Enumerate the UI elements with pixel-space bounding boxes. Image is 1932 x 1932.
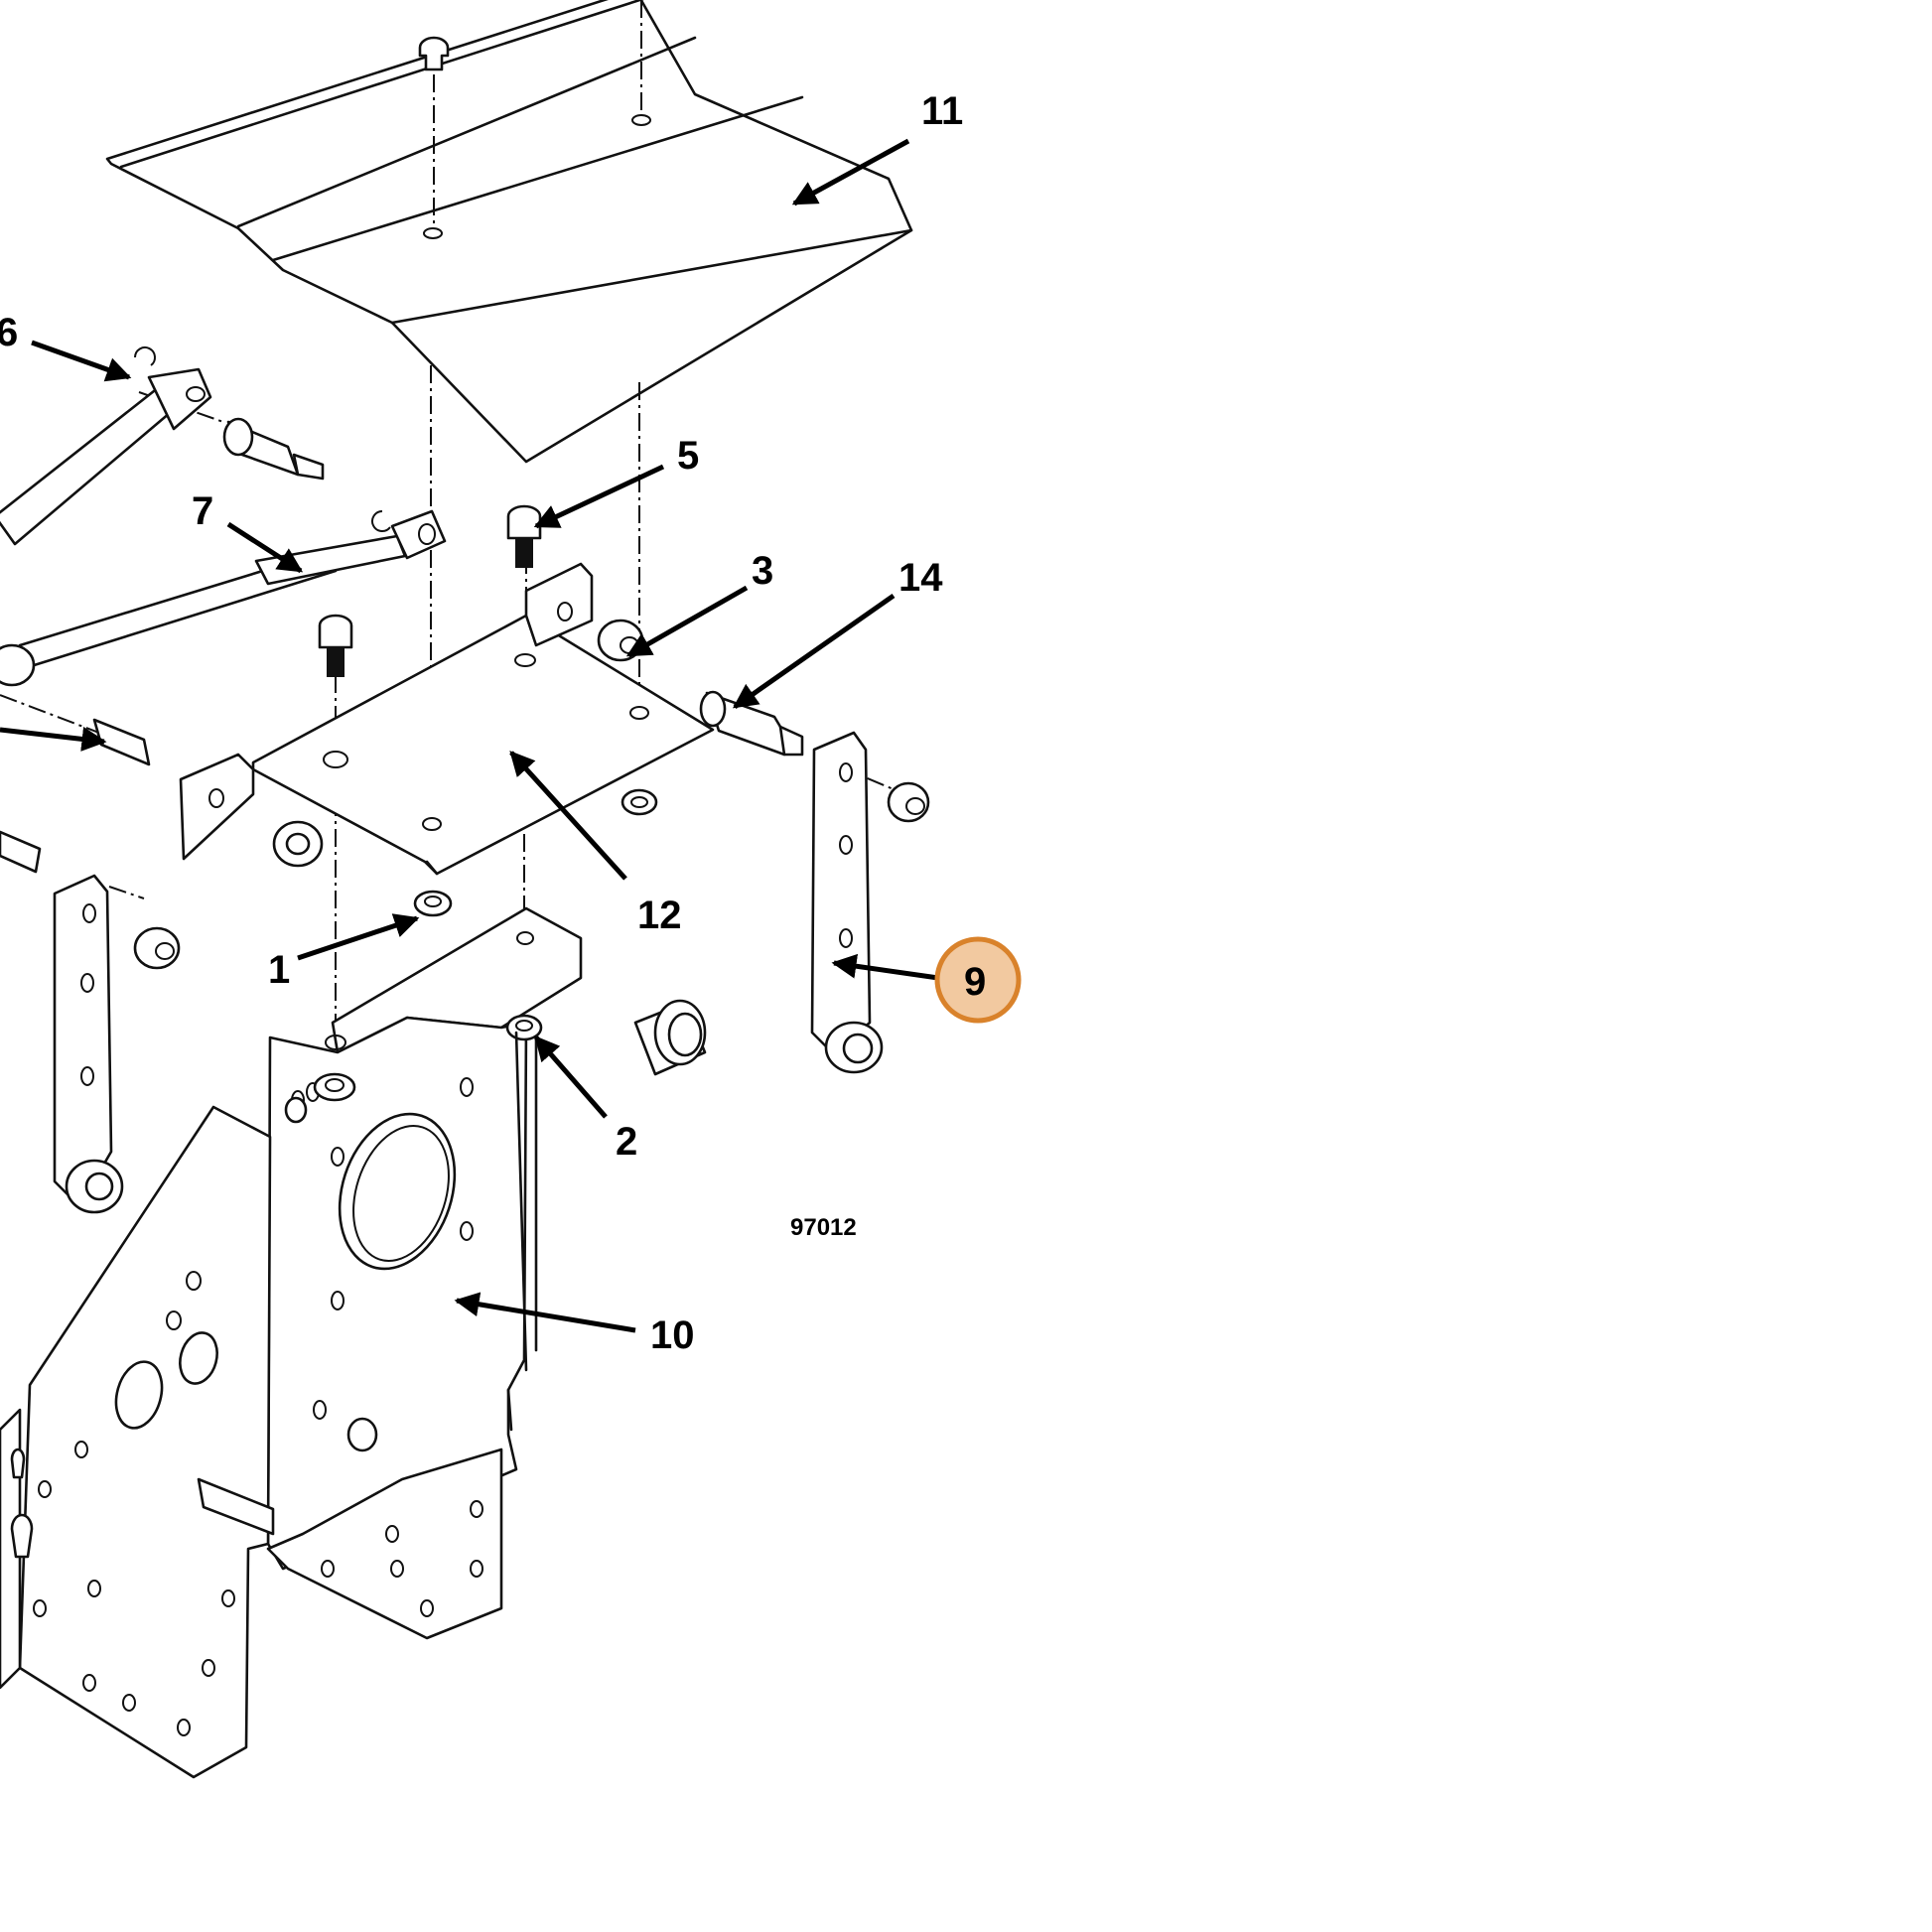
callout-12: 12 (637, 894, 682, 937)
callout-2: 2 (616, 1120, 637, 1164)
bushing (633, 999, 707, 1076)
callout-5: 5 (677, 434, 699, 478)
callout-1: 1 (268, 948, 290, 992)
callout-10: 10 (650, 1313, 695, 1357)
link-arm-9 (810, 731, 930, 1074)
figure-number: 97012 (790, 1214, 857, 1241)
link-arm-left (53, 874, 181, 1214)
spacer-14 (699, 690, 804, 757)
highlight-circle (934, 936, 1022, 1024)
callout-9: 9 (964, 960, 986, 1004)
callout-7: 7 (192, 489, 213, 533)
gas-spring-6 (0, 346, 325, 546)
cover-panel-11 (105, 0, 913, 464)
callout-3: 3 (752, 549, 773, 593)
frame-bracket-10 (266, 906, 583, 1571)
callout-11: 11 (921, 89, 963, 133)
callout-6: 6 (0, 311, 18, 354)
gas-spring-7 (0, 509, 447, 874)
base-frame (0, 1105, 503, 1779)
callout-14: 14 (898, 556, 943, 600)
leader-arrows (0, 138, 939, 1333)
